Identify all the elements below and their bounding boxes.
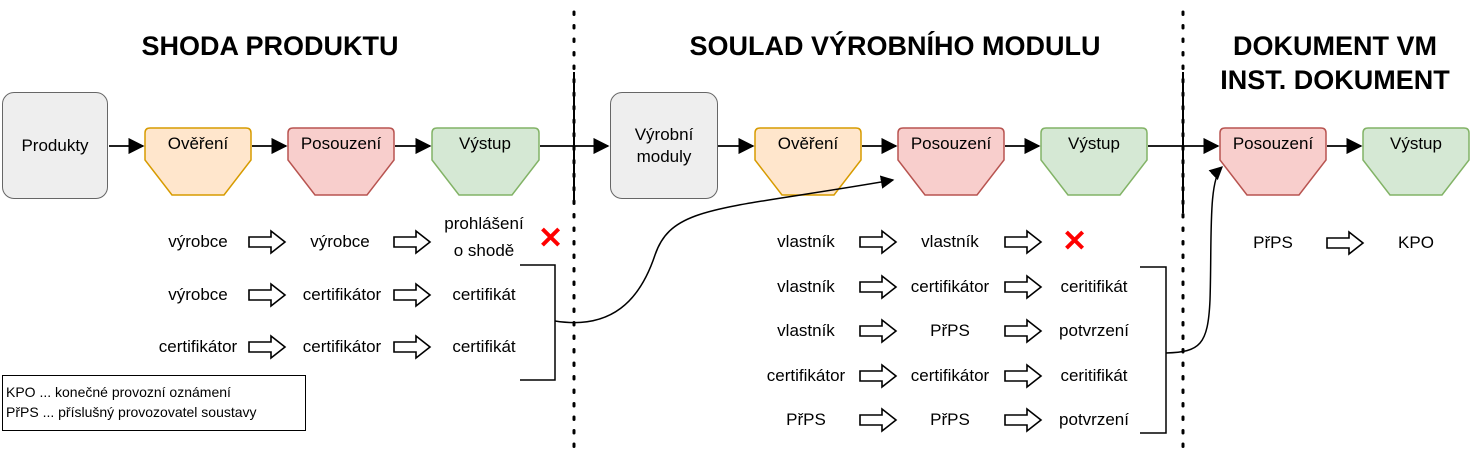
legend-box: KPO ... konečné provozní oznámení PřPS .…	[2, 375, 306, 431]
s2-row5-col-b: PřPS	[930, 410, 970, 429]
legend-prps: PřPS ... příslušný provozovatel soustavy	[6, 404, 257, 420]
header-shoda-produktu: SHODA PRODUKTU	[141, 31, 399, 61]
row2-col-a: výrobce	[168, 285, 228, 304]
hollow-arrow-icon	[1004, 230, 1042, 254]
flow2-posouzeni-label: Posouzení	[910, 134, 992, 153]
header-inst-dokument: INST. DOKUMENT	[1220, 65, 1450, 95]
flow1-posouzeni-label: Posouzení	[300, 134, 382, 153]
s2-row5-col-c: potvrzení	[1059, 410, 1129, 429]
s2-row5-col-a: PřPS	[786, 410, 826, 429]
bracket-section1	[520, 264, 556, 381]
flow3-vystup-label: Výstup	[1390, 134, 1442, 153]
row3-col-a: certifikátor	[158, 337, 238, 356]
s2-row2-col-c: ceritifikát	[1060, 277, 1128, 296]
s3-row1-col-a: PřPS	[1253, 233, 1293, 252]
row2-col-c: certifikát	[452, 285, 516, 304]
flow3-vystup-shape	[1362, 127, 1470, 196]
row1-col-a: výrobce	[168, 232, 228, 251]
row1-col-b: výrobce	[310, 232, 370, 251]
produkty-box: Produkty	[2, 92, 108, 199]
flow1-vystup-label: Výstup	[459, 134, 511, 153]
flow2-overeni-label: Ověření	[777, 134, 839, 153]
flow2-vystup-label: Výstup	[1068, 134, 1120, 153]
connector-section2-to-posouzeni3	[1165, 166, 1223, 354]
s2-row4-col-a: certifikátor	[766, 366, 846, 385]
flow1-posouzeni-shape	[287, 127, 395, 196]
s3-row1-col-b: KPO	[1398, 233, 1434, 252]
header-soulad-vyrobniho-modulu: SOULAD VÝROBNÍHO MODULU	[689, 31, 1101, 61]
s2-row3-col-a: vlastník	[777, 321, 835, 340]
flow1-vystup-shape	[431, 127, 540, 196]
s2-row4-col-c: ceritifikát	[1060, 366, 1128, 385]
flow3-posouzeni-shape	[1219, 127, 1327, 196]
flow3-posouzeni-label: Posouzení	[1232, 134, 1314, 153]
header-dokument-vm: DOKUMENT VM	[1233, 31, 1437, 61]
row1-col-c-line2: o shodě	[453, 241, 515, 260]
s2-row3-col-c: potvrzení	[1059, 321, 1129, 340]
flow2-vystup-shape	[1040, 127, 1148, 196]
s2-row1-col-b: vlastník	[921, 232, 979, 251]
s2-row3-col-b: PřPS	[930, 321, 970, 340]
row3-col-b: certifikátor	[302, 337, 382, 356]
vyrobni-moduly-label-line2: moduly	[636, 146, 692, 166]
s2-row2-col-a: vlastník	[777, 277, 835, 296]
s2-row1-col-a: vlastník	[777, 232, 835, 251]
vyrobni-moduly-box: Výrobní moduly	[610, 92, 718, 199]
vyrobni-moduly-label-line1: Výrobní	[634, 124, 694, 144]
row2-col-b: certifikátor	[302, 285, 382, 304]
row1-col-c-line1: prohlášení	[444, 214, 524, 233]
s2-row4-col-b: certifikátor	[910, 366, 990, 385]
flow2-posouzeni-shape	[897, 127, 1005, 196]
flow1-overeni-shape	[144, 127, 252, 196]
flow2-overeni-shape	[754, 127, 862, 196]
bracket-section2	[1140, 266, 1167, 434]
legend-kpo: KPO ... konečné provozní oznámení	[6, 384, 231, 400]
connector-section1-to-posouzeni2	[554, 175, 895, 324]
flow1-overeni-label: Ověření	[167, 134, 229, 153]
s2-row1-rejected-cross-icon: ✕	[1062, 225, 1088, 258]
row3-col-c: certifikát	[452, 337, 516, 356]
produkty-label: Produkty	[21, 135, 89, 155]
row1-rejected-cross-icon: ✕	[538, 222, 564, 255]
s2-row2-col-b: certifikátor	[910, 277, 990, 296]
